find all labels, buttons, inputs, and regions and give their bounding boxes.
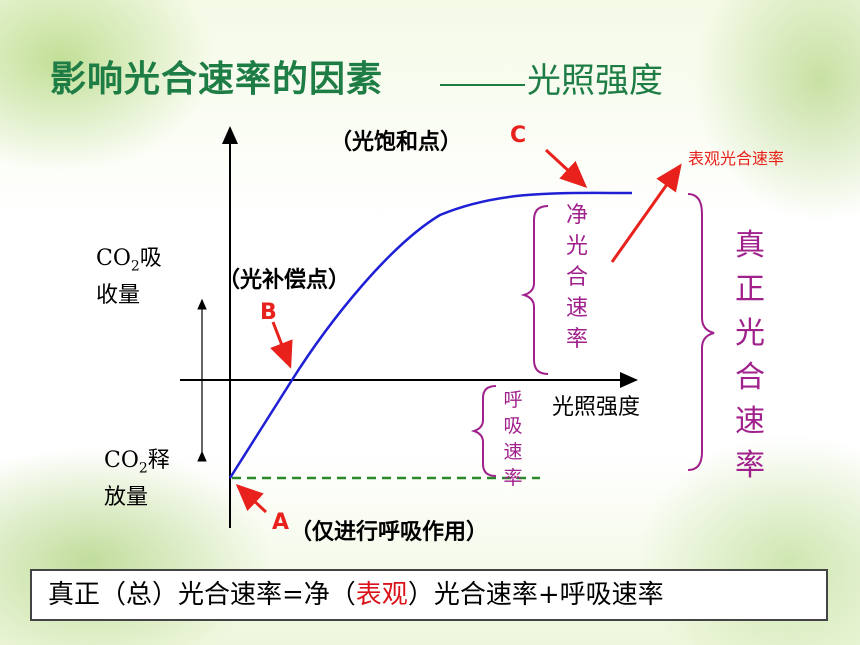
arrow-to-a: [235, 483, 268, 514]
net-rate-label: 净光合速率: [565, 203, 588, 352]
slide-subtitle: 光照强度: [527, 61, 663, 101]
true-rate-brace: [687, 193, 715, 471]
co2-absorb-label: CO2吸收量: [96, 246, 162, 309]
net-rate-brace: [520, 205, 549, 375]
photosynthesis-curve: [228, 191, 633, 479]
formula-box: 真正（总）光合速率=净（表观）光合速率+呼吸速率: [30, 569, 828, 621]
formula-part1: 真正（总）光合速率=净（: [48, 580, 356, 610]
slide-title: 影响光合速率的因素: [50, 59, 384, 100]
title-dash: [440, 84, 525, 86]
saturation-point-label: （光饱和点）: [330, 130, 463, 155]
formula-highlight: 表观: [355, 580, 408, 610]
respiration-brace: [470, 385, 497, 477]
true-rate-label: 真正光合速率: [735, 228, 765, 483]
point-c-label: C: [510, 123, 527, 148]
compensation-point-label: （光补偿点）: [218, 268, 351, 293]
formula-part2: ）光合速率+呼吸速率: [407, 580, 664, 610]
apparent-rate-label: 表观光合速率: [688, 149, 785, 168]
co2-release-label: CO2释放量: [104, 448, 170, 511]
arrow-to-c: [544, 148, 588, 189]
point-b-label: B: [260, 300, 277, 325]
respiration-rate-label: 呼吸速率: [503, 389, 523, 489]
arrow-apparent-rate: [610, 163, 682, 263]
x-axis-label: 光照强度: [552, 395, 641, 420]
point-a-label: A: [272, 510, 290, 535]
respiration-only-label: （仅进行呼吸作用）: [290, 520, 489, 545]
arrow-to-b: [270, 321, 293, 369]
